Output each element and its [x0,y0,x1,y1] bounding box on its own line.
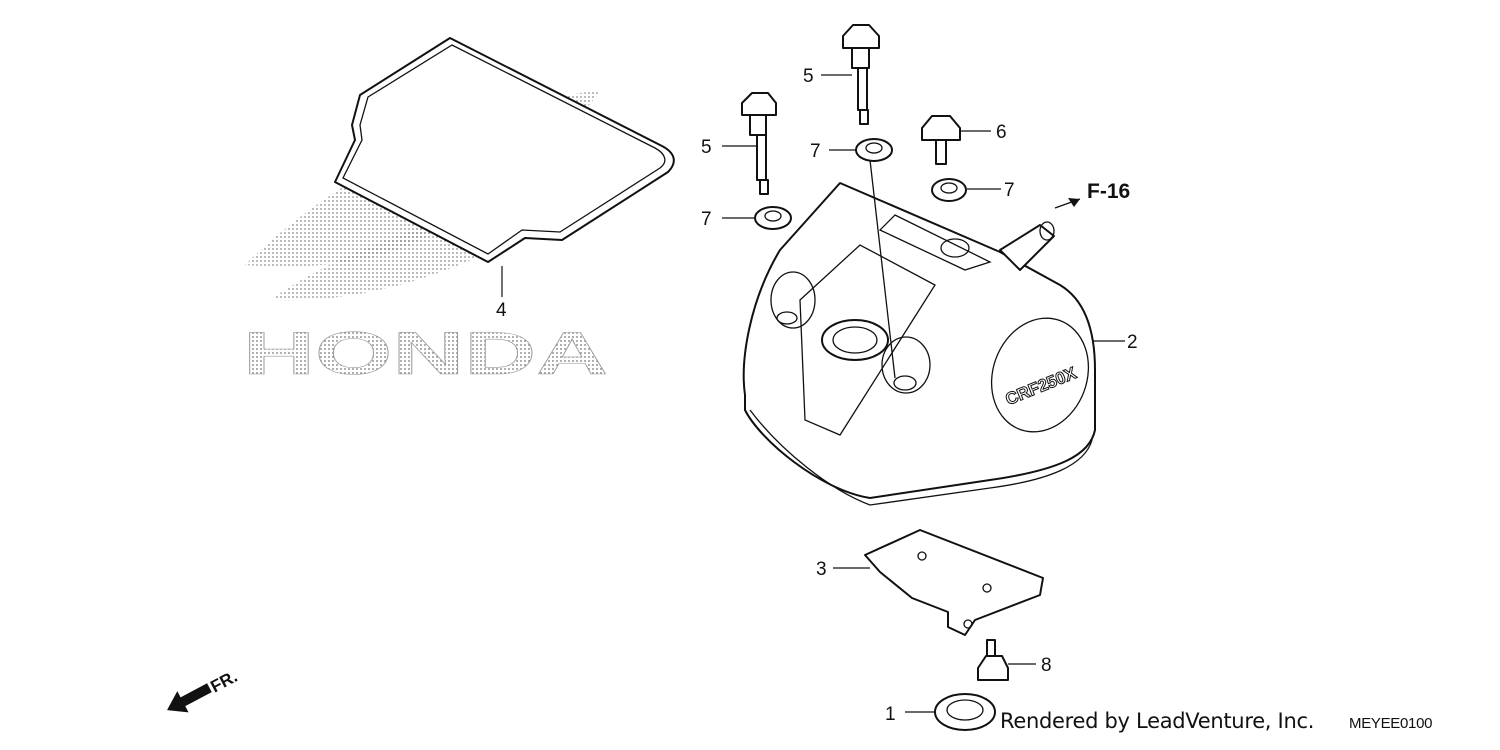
diagram-code: MEYEE0100 [1349,715,1433,732]
watermark-text: HONDA [243,320,608,387]
washer-part-7-c [931,178,967,202]
front-label: FR. [207,667,240,697]
callout-7b: 7 [810,141,821,162]
washer-part-7-b [855,138,893,162]
front-direction-indicator: FR. [167,667,241,713]
callout-5a: 5 [803,66,814,87]
reference-label: F-16 [1087,180,1130,203]
gasket-part-4 [334,37,675,263]
washer-part-7-a [754,206,792,230]
bolt-part-5-b [842,24,880,125]
callout-7a: 7 [701,209,712,230]
reference-f16: F-16 [1068,180,1130,207]
render-credit: Rendered by LeadVenture, Inc. [1000,709,1315,733]
callout-8: 8 [1041,655,1052,676]
front-arrow-icon [167,683,212,713]
callout-2: 2 [1127,332,1138,353]
bolt-part-5-a [741,92,777,195]
callout-7c: 7 [1004,180,1015,201]
callout-1: 1 [885,704,896,725]
bolt-part-6 [921,115,961,165]
callout-6: 6 [996,122,1007,143]
arrow-icon [1068,198,1080,207]
seal-part-1 [934,693,996,731]
bolt-part-8 [977,639,1009,681]
callout-3: 3 [816,559,827,580]
callout-4: 4 [496,300,507,321]
leader-lines [501,74,1125,713]
callout-5b: 5 [701,137,712,158]
bracket-part-3 [864,529,1044,636]
cylinder-head-cover-part-2: CRF250X [742,159,1096,506]
